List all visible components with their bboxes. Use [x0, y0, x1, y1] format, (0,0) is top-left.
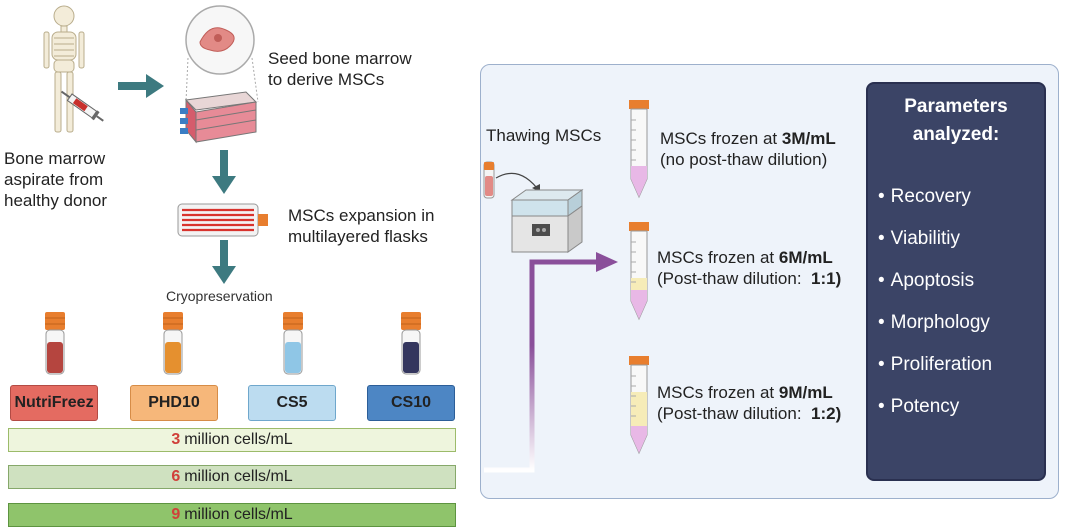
bullet-icon: • [878, 312, 885, 333]
condition-9m: MSCs frozen at 9M/mL (Post-thaw dilution… [657, 383, 842, 423]
condition-3m: MSCs frozen at 3M/mL (no post-thaw dilut… [660, 129, 836, 169]
parameter-item: •Potency [878, 396, 960, 417]
falcon-tube-icon [629, 222, 649, 321]
arrow-right-icon [118, 74, 164, 98]
seed-caption: Seed bone marrow to derive MSCs [268, 49, 412, 89]
purple-arrow-icon [484, 252, 618, 473]
density-band-9: 9 million cells/mL [8, 503, 456, 527]
cryopreservation-caption: Cryopreservation [166, 288, 273, 304]
parameters-box: Parameters analyzed: •Recovery •Viabilit… [866, 82, 1046, 481]
bullet-icon: • [878, 228, 885, 249]
cryovial-icon [45, 312, 65, 375]
water-bath-icon [483, 161, 584, 253]
cryovial-icon [163, 312, 183, 375]
cryovial-icon [283, 312, 303, 375]
expansion-caption: MSCs expansion in multilayered flasks [288, 206, 435, 246]
parameters-title: Parameters [904, 96, 1008, 117]
arrow-down-icon [212, 240, 236, 284]
cell-culture-flasks-icon [180, 5, 259, 144]
falcon-tube-icon [629, 100, 649, 199]
parameter-item: •Apoptosis [878, 270, 975, 291]
condition-6m: MSCs frozen at 6M/mL (Post-thaw dilution… [657, 248, 842, 288]
cryovial-icon [401, 312, 421, 375]
arrow-down-icon [212, 150, 236, 194]
donor-caption: Bone marrow aspirate from healthy donor [4, 149, 108, 210]
parameter-item: •Proliferation [878, 354, 993, 375]
thawing-label: Thawing MSCs [486, 126, 602, 145]
medium-label-nutrifreez: NutriFreez [10, 385, 98, 421]
parameter-item: •Morphology [878, 312, 990, 333]
medium-label-cs10: CS10 [367, 385, 455, 421]
skeleton-donor-icon [43, 5, 104, 133]
bullet-icon: • [878, 396, 885, 417]
bullet-icon: • [878, 354, 885, 375]
bullet-icon: • [878, 270, 885, 291]
parameters-title-line2: analyzed: [912, 124, 1000, 145]
multilayer-flask-icon [177, 203, 268, 237]
bullet-icon: • [878, 186, 885, 207]
parameter-item: •Viabilitiy [878, 228, 961, 249]
falcon-tube-icon [629, 356, 649, 455]
density-band-3: 3 million cells/mL [8, 428, 456, 452]
parameter-item: •Recovery [878, 186, 971, 207]
density-band-6: 6 million cells/mL [8, 465, 456, 489]
medium-label-phd10: PHD10 [130, 385, 218, 421]
medium-label-cs5: CS5 [248, 385, 336, 421]
